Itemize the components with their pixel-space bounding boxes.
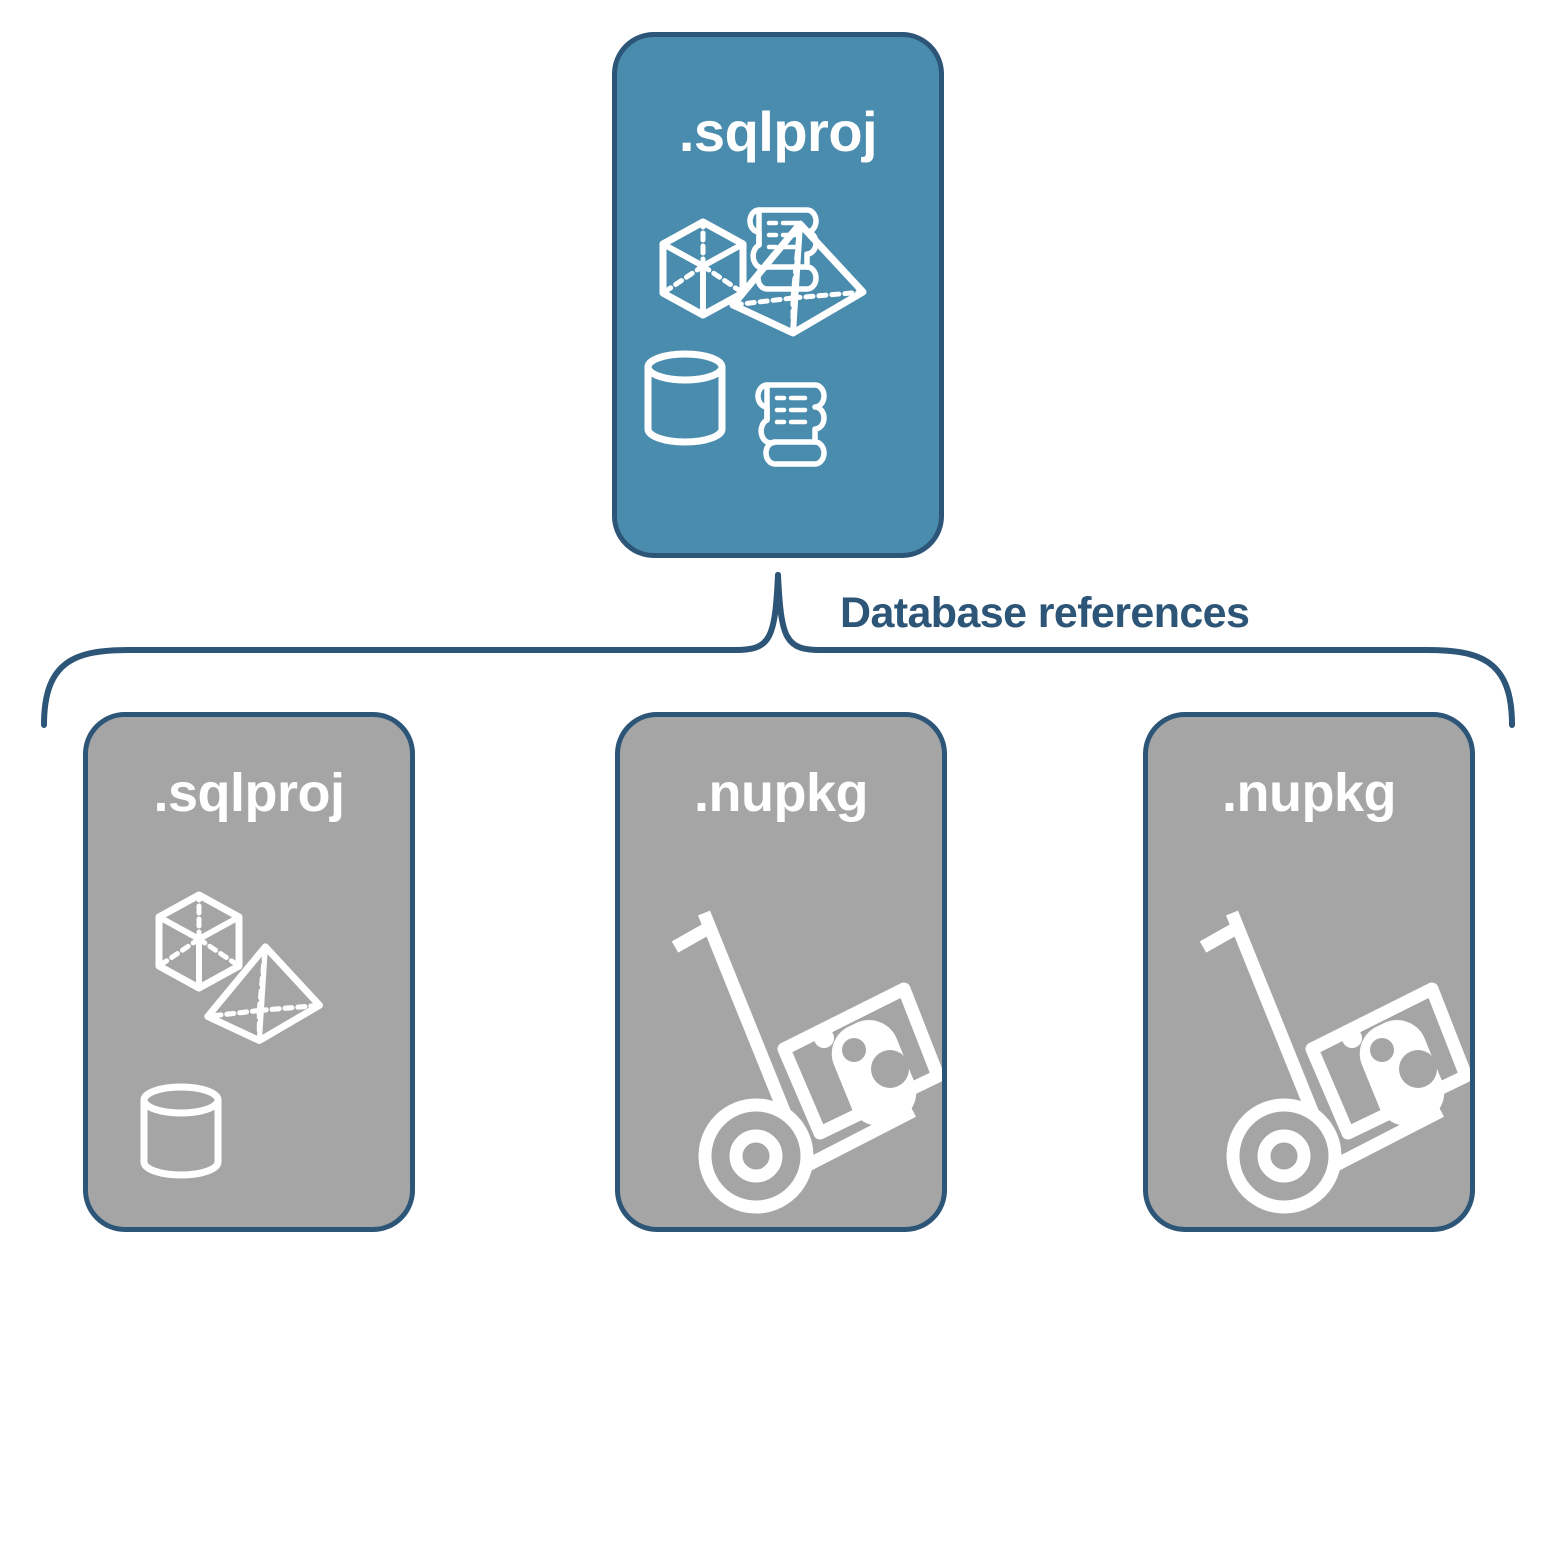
scroll-icon [747,207,819,292]
node-ref-3-label: .nupkg [1222,763,1396,823]
hand-truck-package-icon [1199,910,1470,1214]
scroll-icon [755,382,827,467]
node-root-sqlproj[interactable]: .sqlproj [612,32,944,558]
node-ref-2-nupkg[interactable]: .nupkg [615,712,947,1232]
pyramid-icon [204,943,324,1045]
node-ref-1-artwork [88,845,410,1225]
connector-label: Database references [840,589,1250,637]
hand-truck-package-icon [671,910,942,1214]
pyramid-icon [729,220,867,337]
node-ref-1-label: .sqlproj [153,763,345,823]
node-ref-1-sqlproj[interactable]: .sqlproj [83,712,415,1232]
node-root-artwork [617,187,939,467]
cylinder-icon [644,350,726,446]
node-ref-3-nupkg[interactable]: .nupkg [1143,712,1475,1232]
node-ref-2-artwork [620,845,942,1225]
node-ref-3-artwork [1148,845,1470,1225]
cube-icon [659,218,747,319]
node-ref-2-label: .nupkg [694,763,868,823]
database-references-brace [41,572,1515,728]
node-root-label: .sqlproj [678,100,878,163]
cube-icon [155,891,243,992]
cylinder-icon [140,1083,222,1179]
